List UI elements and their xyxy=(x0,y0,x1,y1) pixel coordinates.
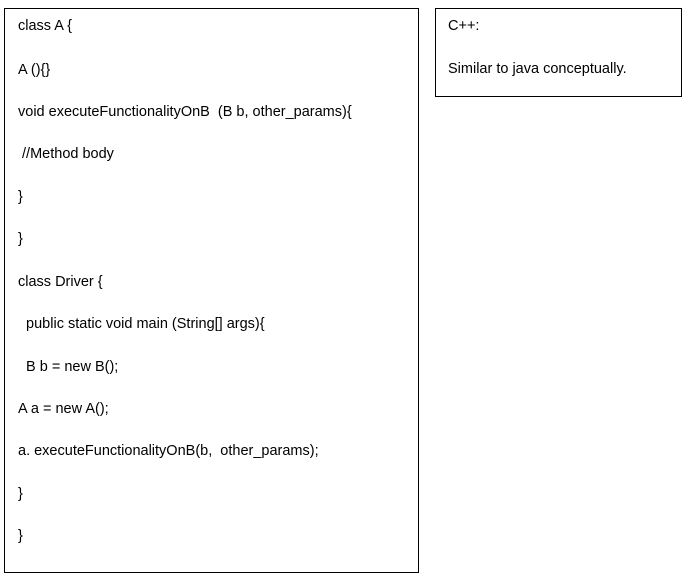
code-line: class Driver { xyxy=(18,274,103,290)
code-line: } xyxy=(18,189,23,205)
code-line: A (){} xyxy=(18,62,51,78)
note-box: C++: Similar to java conceptually. xyxy=(435,8,682,97)
code-box: class A { A (){} void executeFunctionali… xyxy=(4,8,419,573)
note-title: C++: xyxy=(448,18,480,34)
code-line: a. executeFunctionalityOnB(b, other_para… xyxy=(18,443,319,459)
code-line: void executeFunctionalityOnB (B b, other… xyxy=(18,104,352,120)
note-text: Similar to java conceptually. xyxy=(448,61,627,77)
code-line: class A { xyxy=(18,18,73,34)
code-line: B b = new B(); xyxy=(18,359,119,375)
code-line: //Method body xyxy=(18,146,114,162)
code-line: A a = new A(); xyxy=(18,401,109,417)
code-line: public static void main (String[] args){ xyxy=(18,316,265,332)
code-line: } xyxy=(18,528,23,544)
code-line: } xyxy=(18,231,23,247)
code-line: } xyxy=(18,486,23,502)
